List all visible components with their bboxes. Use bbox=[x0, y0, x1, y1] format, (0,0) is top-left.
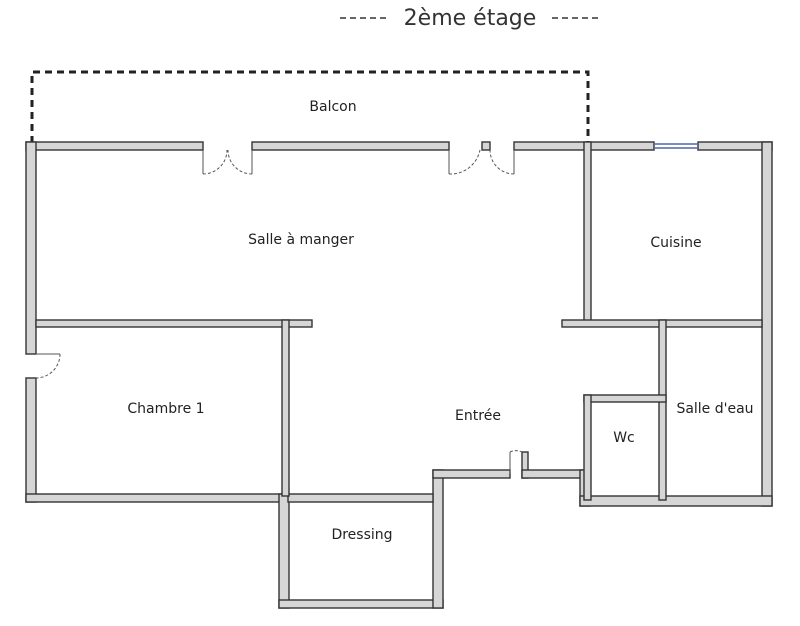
wall-left-lower bbox=[25, 377, 37, 503]
floor-title-text: 2ème étage bbox=[404, 6, 537, 31]
interior-walls bbox=[35, 141, 763, 501]
balcony-door-left bbox=[202, 149, 253, 175]
room-label-salle-a-manger: Salle à manger bbox=[248, 232, 354, 248]
room-label-dressing: Dressing bbox=[331, 527, 392, 543]
wall-top-4 bbox=[697, 141, 773, 151]
balcony-door-right bbox=[448, 149, 515, 175]
wall-bottom-entree-left bbox=[432, 469, 511, 479]
wall-dining-cuisine bbox=[583, 141, 592, 325]
wall-dressing-left bbox=[278, 493, 290, 609]
chambre-exterior-door bbox=[35, 353, 61, 379]
balcony-outline bbox=[30, 70, 590, 143]
room-label-salle-deau: Salle d'eau bbox=[676, 401, 753, 417]
wall-top-post bbox=[481, 141, 491, 151]
wall-bottom-entree-right bbox=[521, 469, 589, 479]
wall-dining-chambre bbox=[35, 319, 313, 328]
wall-right bbox=[761, 141, 773, 507]
room-label-entree: Entrée bbox=[455, 408, 501, 424]
kitchen-window bbox=[654, 143, 698, 149]
entry-door bbox=[509, 450, 523, 474]
wall-wc-left bbox=[583, 394, 592, 501]
wall-wc-top bbox=[583, 394, 667, 403]
wall-bottom-chambre bbox=[25, 493, 289, 503]
room-label-wc: Wc bbox=[613, 430, 635, 446]
floor-title: 2ème étage bbox=[340, 6, 600, 31]
wall-wc-salledeau bbox=[658, 319, 667, 501]
wall-dressing-bottom bbox=[278, 599, 444, 609]
room-label-chambre: Chambre 1 bbox=[127, 401, 204, 417]
doors bbox=[35, 149, 523, 474]
wall-dressing-top bbox=[287, 493, 434, 503]
room-label-balcon: Balcon bbox=[309, 99, 356, 115]
room-label-cuisine: Cuisine bbox=[650, 235, 701, 251]
wall-left-upper bbox=[25, 141, 37, 355]
wall-bottom-right bbox=[579, 495, 773, 507]
wall-top-1 bbox=[25, 141, 204, 151]
room-labels: Balcon Salle à manger Cuisine Chambre 1 … bbox=[127, 99, 753, 543]
wall-dressing-right bbox=[432, 469, 444, 609]
wall-chambre-entree bbox=[281, 319, 290, 497]
wall-top-2 bbox=[251, 141, 450, 151]
